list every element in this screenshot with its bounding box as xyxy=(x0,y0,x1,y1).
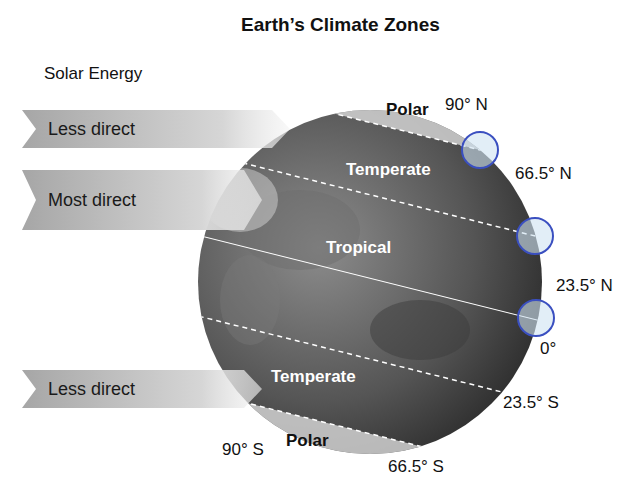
latitude-label: 90° N xyxy=(445,95,488,115)
zone-label: Tropical xyxy=(326,238,391,258)
polar-band-north xyxy=(190,40,560,170)
zone-label: Temperate xyxy=(346,160,431,180)
solar-arrow: Less direct xyxy=(22,370,262,408)
globe xyxy=(198,110,542,454)
zone-label: Polar xyxy=(386,100,429,120)
latitude-label: 23.5° N xyxy=(556,276,613,296)
marker-circle xyxy=(518,300,554,336)
climate-zone: Polar xyxy=(283,430,332,452)
latitude-label: 0° xyxy=(540,339,556,359)
zone-label: Temperate xyxy=(271,367,356,387)
climate-zone: Tropical xyxy=(323,237,394,259)
climate-zone: Temperate xyxy=(268,366,359,388)
axis-heading: Solar Energy xyxy=(44,64,142,84)
solar-arrow: Most direct xyxy=(22,170,262,230)
zone-label: Polar xyxy=(286,431,329,451)
climate-zone: Polar xyxy=(383,99,432,121)
solar-arrow: Less direct xyxy=(22,110,290,148)
arrow-label: Most direct xyxy=(48,170,262,230)
latitude-label: 66.5° N xyxy=(515,164,572,184)
arrow-label: Less direct xyxy=(48,110,290,148)
marker-circle xyxy=(517,218,553,254)
latitude-label: 23.5° S xyxy=(503,393,559,413)
diagram-title: Earth’s Climate Zones xyxy=(241,14,440,36)
latitude-label: 66.5° S xyxy=(388,457,444,477)
arrow-label: Less direct xyxy=(48,370,262,408)
marker-circle xyxy=(462,132,498,168)
latitude-label: 90° S xyxy=(222,440,264,460)
climate-zone: Temperate xyxy=(343,159,434,181)
